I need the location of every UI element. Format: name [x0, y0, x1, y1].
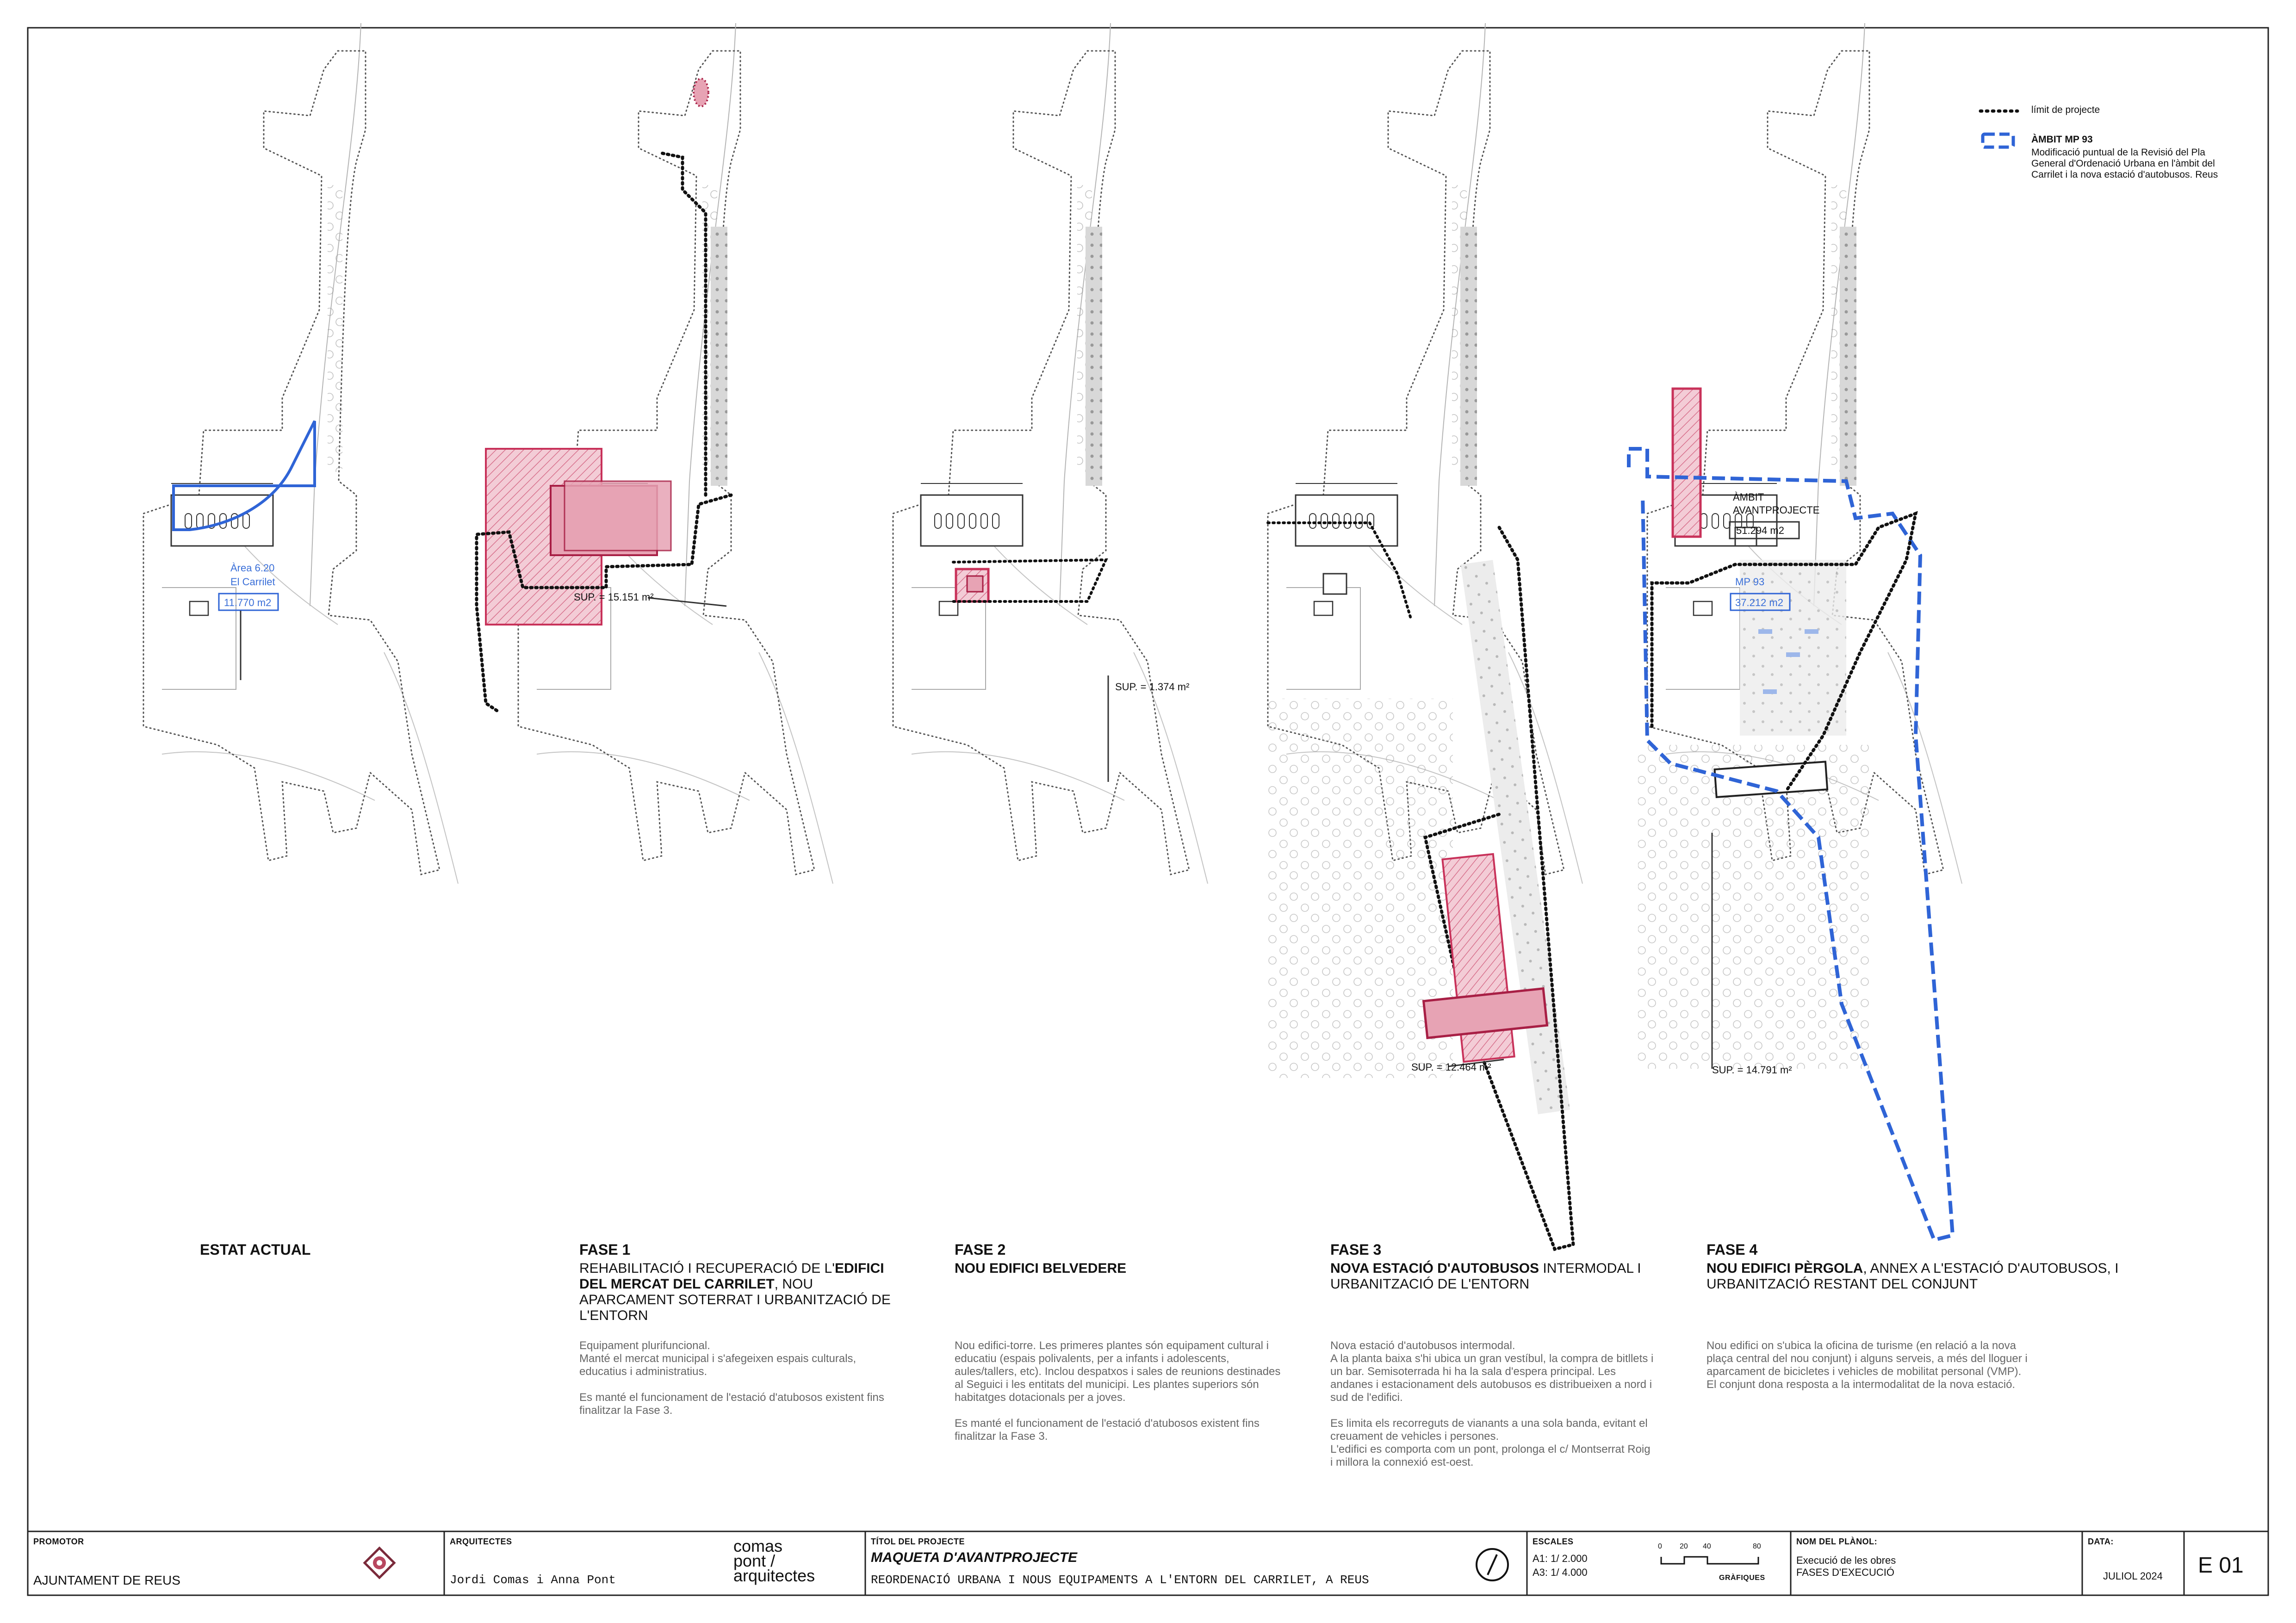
legend-mp-desc: Modificació puntual de la Revisió del Pl…: [2031, 147, 2218, 180]
p4-ambit-value: 51.294 m2: [1736, 525, 1784, 536]
north-arrow-icon: [1476, 1548, 1509, 1581]
titol-label: TÍTOL DEL PROJECTE: [871, 1537, 965, 1546]
phase-3-subtitle: NOVA ESTACIÓ D'AUTOBUSOS INTERMODAL I UR…: [1330, 1261, 1641, 1292]
legend-mp-title: ÀMBIT MP 93: [2031, 134, 2093, 145]
p4-mp-label: MP 93: [1735, 576, 1765, 588]
p4-sup-label: SUP. = 14.791 m²: [1712, 1064, 1792, 1076]
drawing-code: E 01: [2198, 1553, 2244, 1578]
p1-sup-label: SUP. = 15.151 m²: [574, 591, 654, 603]
reus-crest-icon: [363, 1546, 396, 1580]
graphic-scale-bar: [1660, 1556, 1759, 1565]
data-value: JULIOL 2024: [2103, 1570, 2163, 1582]
title-block-frame: [28, 1530, 2268, 1595]
studio-logo-line-3: arquitectes: [733, 1566, 815, 1585]
escales-label: ESCALES: [1533, 1537, 1574, 1546]
data-label: DATA:: [2088, 1537, 2114, 1546]
p0-area-value: 11.770 m2: [224, 597, 272, 608]
escala-a1: A1: 1/ 2.000: [1533, 1553, 1588, 1564]
project-subtitle: REORDENACIÓ URBANA I NOUS EQUIPAMENTS A …: [871, 1573, 1369, 1587]
escala-a3: A3: 1/ 4.000: [1533, 1567, 1588, 1578]
scale-tick-80: 80: [1753, 1542, 1761, 1550]
promotor-name: AJUNTAMENT DE REUS: [33, 1573, 180, 1587]
p4-ambit-2: AVANTPROJECTE: [1733, 504, 1820, 516]
plan-fase-1: [475, 22, 834, 885]
studio-logo: comas pont / arquitectes: [733, 1536, 815, 1585]
nom-planol-2: FASES D'EXECUCIÓ: [1796, 1567, 1895, 1578]
p4-ambit-1: ÀMBIT: [1733, 491, 1764, 503]
p0-area-name: El Carrilet: [230, 576, 275, 588]
phase-1-title: FASE 1: [579, 1241, 631, 1258]
phase-2-title: FASE 2: [955, 1241, 1006, 1258]
phase-3-title: FASE 3: [1330, 1241, 1382, 1258]
project-title: MAQUETA D'AVANTPROJECTE: [871, 1550, 1078, 1565]
p2-sup-label: SUP. = 1.374 m²: [1115, 681, 1190, 693]
scale-tick-40: 40: [1703, 1542, 1711, 1550]
plan-fase-2: [892, 22, 1209, 885]
legend-limit-label: límit de projecte: [2031, 105, 2100, 115]
phase-1-subtitle: REHABILITACIÓ I RECUPERACIÓ DE L'EDIFICI…: [579, 1261, 891, 1323]
plan-fase-4: [1627, 22, 1963, 1242]
arquitectes-label: ARQUITECTES: [450, 1537, 512, 1546]
mp-legend-swatch: [1981, 132, 2015, 149]
studio-logo-line-2: pont /: [733, 1551, 776, 1570]
nom-planol-1: Execució de les obres: [1796, 1555, 1896, 1566]
plan-fase-3: [1266, 22, 1583, 1251]
scale-tick-20: 20: [1680, 1542, 1688, 1550]
phase-3-desc: Nova estació d'autobusos intermodal. A l…: [1330, 1339, 1654, 1468]
scale-tick-0: 0: [1658, 1542, 1662, 1550]
phase-4-subtitle: NOU EDIFICI PÈRGOLA, ANNEX A L'ESTACIÓ D…: [1706, 1261, 2119, 1292]
grafiques-label: GRÀFIQUES: [1719, 1574, 1765, 1582]
p3-sup-label: SUP. = 12.464 m²: [1411, 1061, 1491, 1073]
annotation-lines: [218, 521, 1800, 1069]
p0-area-title: Àrea 6.20: [230, 562, 275, 574]
phase-1-desc: Equipament plurifuncional. Manté el merc…: [579, 1339, 884, 1417]
p4-mp-value: 37.212 m2: [1735, 597, 1783, 608]
arquitectes-name: Jordi Comas i Anna Pont: [450, 1573, 616, 1587]
nom-planol-label: NOM DEL PLÀNOL:: [1796, 1537, 1878, 1546]
promotor-label: PROMOTOR: [33, 1537, 84, 1546]
studio-logo-line-1: comas: [733, 1536, 783, 1555]
phase-4-title: FASE 4: [1706, 1241, 1758, 1258]
phase-0-title: ESTAT ACTUAL: [200, 1241, 311, 1258]
plan-estat-actual: [143, 22, 459, 885]
phase-4-desc: Nou edifici on s'ubica la oficina de tur…: [1706, 1339, 2028, 1391]
phase-2-subtitle: NOU EDIFICI BELVEDERE: [955, 1261, 1127, 1276]
phase-2-desc: Nou edifici-torre. Les primeres plantes …: [955, 1339, 1281, 1443]
